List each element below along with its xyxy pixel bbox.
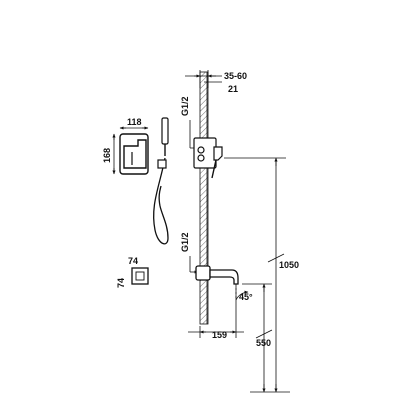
label-valve-height: 1050 xyxy=(279,260,299,270)
label-outlet-height: 74 xyxy=(116,278,126,288)
height-dimensions xyxy=(224,157,290,393)
wall-outlet-view xyxy=(131,267,149,285)
shower-hose xyxy=(153,157,169,245)
label-plate-width: 118 xyxy=(127,117,142,127)
label-spout-angle: 45° xyxy=(239,292,253,302)
valve-side-view xyxy=(193,137,223,179)
valve-lever-side xyxy=(213,146,223,161)
valve-body xyxy=(193,137,217,169)
label-wall-depth: 35-60 xyxy=(224,71,247,81)
projection-dimension xyxy=(188,286,244,338)
wall-section xyxy=(199,71,209,325)
break-tick-lower xyxy=(255,329,273,339)
hose-outlet-elbow xyxy=(157,159,167,169)
top-dimensions xyxy=(185,70,222,88)
valve-lever-handle xyxy=(211,159,217,179)
label-spout-height: 550 xyxy=(256,338,271,348)
wall-hatch xyxy=(199,71,209,325)
hand-shower-assembly xyxy=(153,117,169,245)
label-outlet-width: 74 xyxy=(128,256,138,266)
outlet-inner xyxy=(135,271,145,281)
label-plate-height: 168 xyxy=(102,148,112,163)
spout-body xyxy=(209,269,239,285)
front-plate-view xyxy=(119,133,149,175)
spout-mount xyxy=(195,265,211,281)
valve-port-lower xyxy=(197,154,205,162)
label-upper-thread: G1/2 xyxy=(180,96,190,116)
plate-dimension-lines xyxy=(112,126,149,175)
label-spout-projection: 159 xyxy=(212,330,227,340)
break-tick-upper xyxy=(267,253,285,263)
label-front-offset: 21 xyxy=(228,84,238,94)
plate-lever-shape xyxy=(123,139,147,169)
valve-port-upper xyxy=(197,146,205,154)
bath-spout xyxy=(195,265,239,285)
label-lower-thread: G1/2 xyxy=(180,232,190,252)
hand-shower-head xyxy=(161,117,169,145)
